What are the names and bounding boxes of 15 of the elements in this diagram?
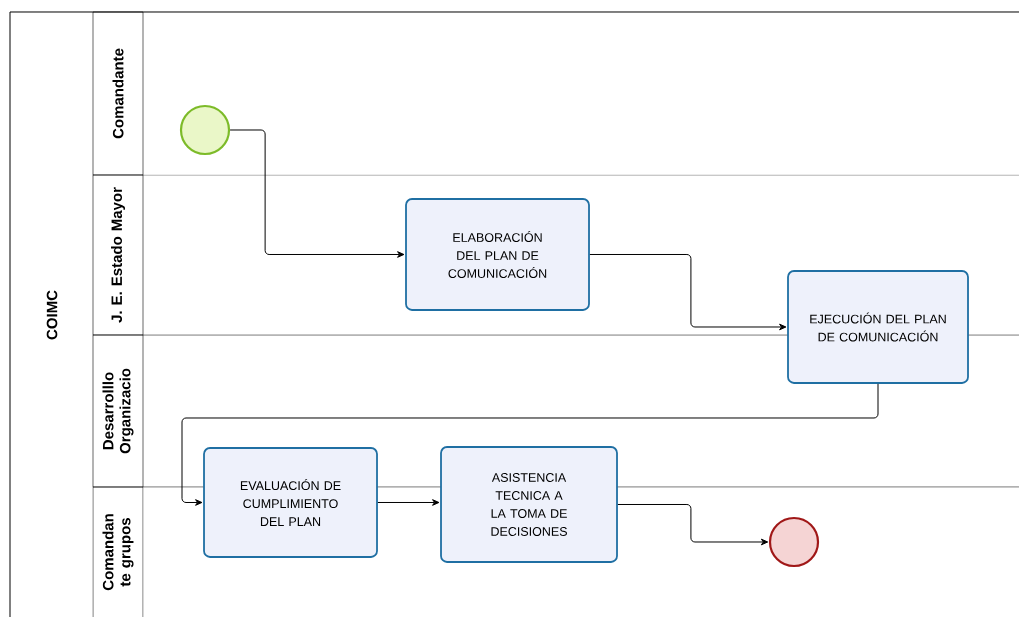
arrow — [377, 499, 440, 506]
arrow — [589, 254, 787, 331]
task-box: EVALUACIÓN DE CUMPLIMIENTO DEL PLAN — [203, 447, 378, 558]
arrow — [617, 504, 769, 546]
lane-header: Desarrolllo Organizacio — [92, 334, 144, 488]
arrow — [181, 383, 879, 506]
task-box: ASISTENCIA TECNICA A LA TOMA DE DECISIONES — [440, 446, 618, 563]
event-circle — [768, 516, 820, 568]
event-circle — [179, 104, 231, 156]
task-box: EJECUCIÓN DEL PLAN DE COMUNICACIÓN — [787, 270, 969, 384]
arrow — [229, 129, 405, 258]
lane-header: J. E. Estado Mayor — [92, 174, 144, 336]
task-box: ELABORACIÓN DEL PLAN DE COMUNICACIÓN — [405, 198, 590, 311]
lane-header: Comandan te grupos — [92, 486, 144, 617]
lane-header: Comandante — [92, 11, 144, 176]
